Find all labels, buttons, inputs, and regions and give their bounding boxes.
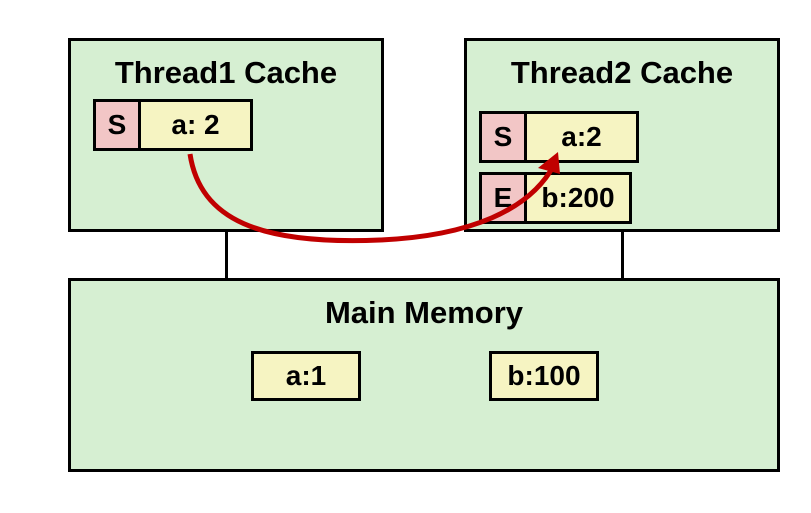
thread1-cache-title: Thread1 Cache: [114, 55, 338, 90]
main-memory-title: Main Memory: [324, 295, 524, 330]
memory-value-b: b:100: [489, 351, 599, 401]
cache-line-value: a:2: [527, 114, 636, 160]
cache-line-state: S: [96, 102, 141, 148]
thread2-cache-line-a: S a:2: [479, 111, 639, 163]
thread2-cache-title: Thread2 Cache: [510, 55, 734, 90]
cache-line-state: S: [482, 114, 527, 160]
main-memory: Main Memory a:1 b:100: [68, 278, 780, 472]
bus-line-thread1: [225, 230, 228, 280]
thread1-cache-line-a: S a: 2: [93, 99, 253, 151]
thread1-cache: Thread1 Cache S a: 2: [68, 38, 384, 232]
transfer-arrow-path: [187, 153, 557, 244]
bus-line-thread2: [621, 230, 624, 280]
thread2-cache: Thread2 Cache S a:2 E b:200: [464, 38, 780, 232]
memory-value-a: a:1: [251, 351, 361, 401]
arrow-head-icon: [538, 152, 560, 174]
cache-line-value: a: 2: [141, 102, 250, 148]
